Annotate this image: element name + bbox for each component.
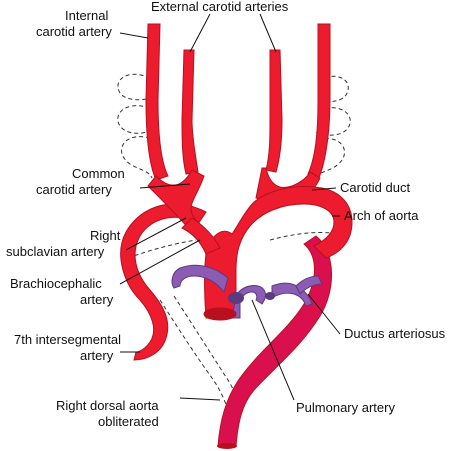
leader-external-carotid-right [259,13,277,53]
leader-internal-carotid [119,32,149,39]
label-common-carotid-line2: carotid artery [36,182,112,197]
left-internal-carotid [307,23,331,181]
brachiocephalic-artery [181,217,221,255]
right-dashed-loop-1 [315,75,349,103]
leader-right-subclavian [125,217,187,251]
leader-brachiocephalic [119,239,201,285]
leader-right-dorsal [179,397,221,401]
leader-pulmonary-artery [251,299,295,401]
label-external-carotid: External carotid arteries [151,0,289,14]
leader-external-carotid-left [189,13,211,53]
label-intersegmental-line2: artery [80,348,114,363]
leader-carotid-duct [311,187,337,191]
leader-ductus-arteriosus [307,293,341,335]
right-external-carotid [181,49,199,175]
label-ductus-arteriosus: Ductus arteriosus [344,326,446,341]
pulmonary-artery [171,264,313,319]
right-internal-carotid [145,23,169,181]
arch-of-aorta [204,186,353,319]
left-dashed-loop-3 [121,136,153,179]
descending-aorta-end [217,443,237,449]
leader-lines [119,13,341,401]
label-right-dorsal-line1: Right dorsal aorta [56,398,159,413]
label-brachiocephalic-line2: artery [80,292,114,307]
label-brachiocephalic-line1: Brachiocephalic [10,276,102,291]
leader-common-carotid [139,183,191,189]
pulmonary-trunk-opening [228,292,244,304]
left-dashed-loop-1 [117,73,151,101]
label-intersegmental-line1: 7th intersegmental [14,332,121,347]
left-pulmonary-opening [265,292,275,300]
right-dashed-loop-3 [313,138,345,181]
right-dorsal-aorta-dashed-1 [159,299,231,417]
label-arch-of-aorta: Arch of aorta [344,208,419,223]
label-right-subclavian-line2: subclavian artery [6,244,105,259]
left-pulmonary-branch [271,282,313,307]
label-carotid-duct: Carotid duct [340,180,410,195]
label-common-carotid-line1: Common [72,166,125,181]
ductus-arteriosus-vessel [295,275,323,295]
aortic-root-opening [203,307,237,321]
label-pulmonary-artery: Pulmonary artery [296,400,395,415]
label-internal-carotid-line2: carotid artery [36,24,112,39]
label-right-subclavian-line1: Right [90,228,121,243]
left-external-carotid [265,49,283,173]
label-right-dorsal-line2: obliterated [98,414,159,429]
right-pulmonary-branch [171,264,229,294]
labels: Internal carotid artery External carotid… [6,0,446,429]
label-internal-carotid-line1: Internal [65,8,108,23]
fourth-arch-dashed [127,239,197,259]
left-dashed-loop-2 [117,105,151,134]
